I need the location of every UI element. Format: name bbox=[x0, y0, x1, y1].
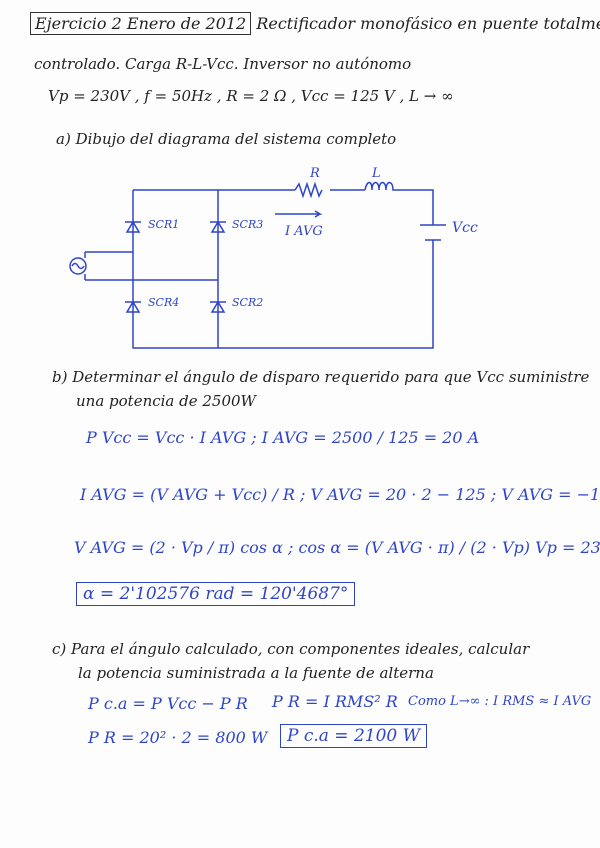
part-b-eq3: V AVG = (2 · Vp / π) cos α ; cos α = (V … bbox=[74, 538, 600, 557]
part-a-label: a) Dibujo del diagrama del sistema compl… bbox=[56, 130, 397, 148]
part-b-line2: una potencia de 2500W bbox=[76, 392, 256, 410]
part-c-line1: c) Para el ángulo calculado, con compone… bbox=[52, 640, 530, 658]
title: Rectificador monofásico en puente totalm… bbox=[256, 14, 600, 33]
part-b-eq2: I AVG = (V AVG + Vcc) / R ; V AVG = 20 ·… bbox=[80, 485, 600, 504]
part-c-result: P c.a = 2100 W bbox=[280, 724, 428, 748]
part-c-line2: la potencia suministrada a la fuente de … bbox=[78, 664, 434, 682]
ac-source-icon bbox=[69, 257, 87, 275]
result-box: P c.a = 2100 W bbox=[280, 724, 428, 748]
parameters: Vp = 230V , f = 50Hz , R = 2 Ω , Vcc = 1… bbox=[48, 87, 454, 105]
label-scr3: SCR3 bbox=[232, 218, 264, 231]
label-l: L bbox=[372, 166, 381, 181]
part-c-eq1: P c.a = P Vcc − P R bbox=[88, 694, 248, 713]
part-c-eq2: P R = I RMS² R bbox=[272, 692, 398, 711]
current-arrow-icon bbox=[275, 210, 323, 218]
label-scr1: SCR1 bbox=[148, 218, 180, 231]
problem-line2: controlado. Carga R-L-Vcc. Inversor no a… bbox=[34, 55, 412, 73]
label-scr2: SCR2 bbox=[232, 296, 264, 309]
exercise-heading: Ejercicio 2 Enero de 2012 Rectificador m… bbox=[30, 12, 600, 35]
label-r: R bbox=[310, 166, 320, 181]
source-wires bbox=[85, 251, 218, 281]
part-b-result: α = 2'102576 rad = 120'4687° bbox=[76, 582, 356, 606]
part-c-eq3: Como L→∞ : I RMS ≈ I AVG bbox=[408, 694, 592, 709]
resistor-symbol bbox=[294, 181, 323, 199]
part-b-eq1: P Vcc = Vcc · I AVG ; I AVG = 2500 / 125… bbox=[86, 428, 480, 447]
circuit-wires bbox=[132, 189, 434, 349]
label-vcc: Vcc bbox=[452, 220, 478, 236]
battery-symbol bbox=[420, 224, 446, 241]
label-scr4: SCR4 bbox=[148, 296, 180, 309]
result-box: α = 2'102576 rad = 120'4687° bbox=[76, 582, 356, 606]
scr-symbols bbox=[125, 220, 226, 313]
exercise-label: Ejercicio 2 Enero de 2012 bbox=[30, 12, 252, 35]
part-c-eq4: P R = 20² · 2 = 800 W bbox=[88, 728, 268, 747]
inductor-symbol bbox=[364, 181, 400, 191]
label-iavg: I AVG bbox=[285, 224, 323, 239]
part-b-line1: b) Determinar el ángulo de disparo reque… bbox=[52, 368, 590, 386]
